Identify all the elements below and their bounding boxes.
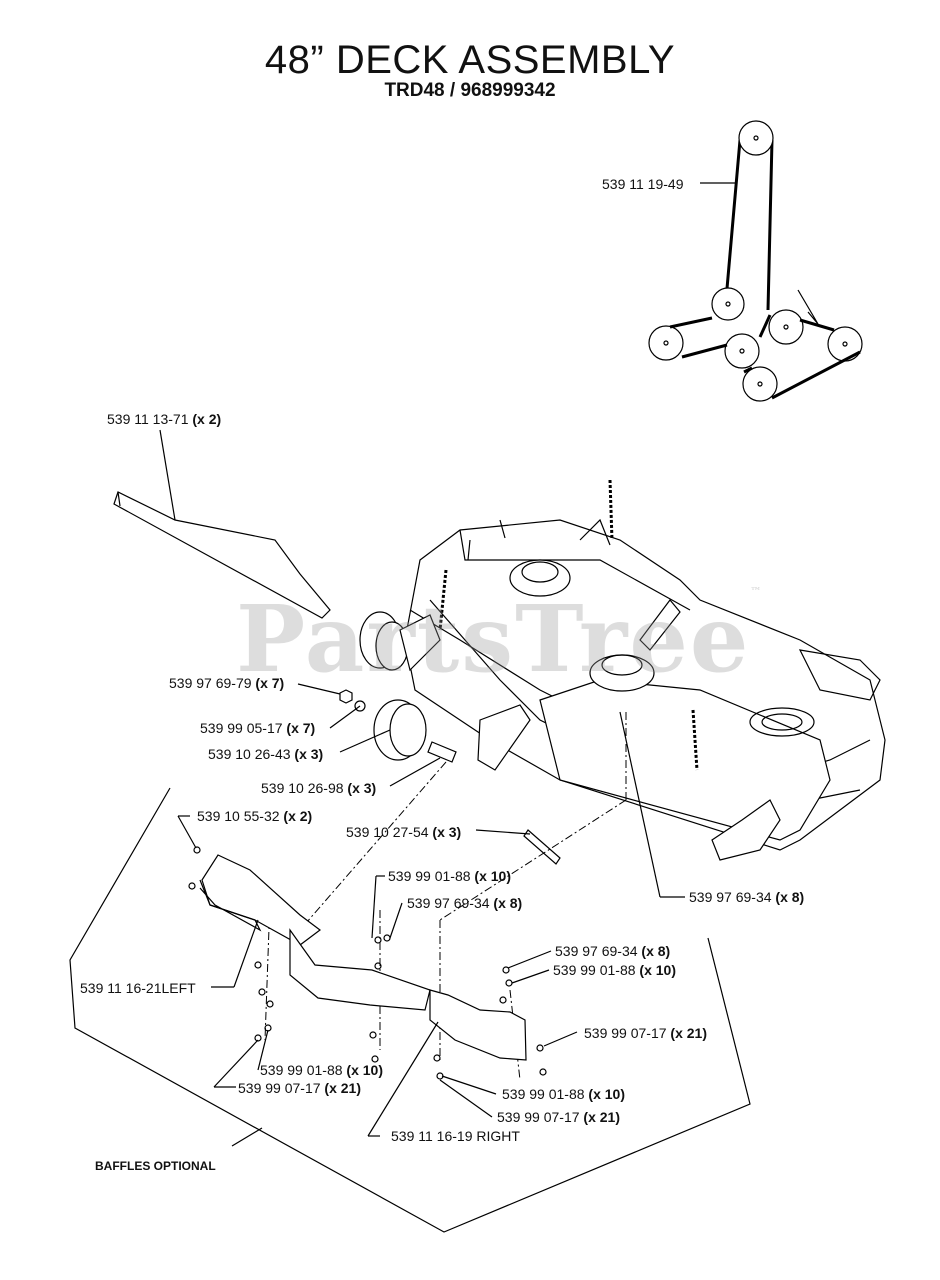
deck-chains <box>438 479 699 771</box>
part-label: 539 11 16-21LEFT <box>80 980 196 996</box>
part-label: 539 97 69-34 (x 8) <box>407 895 523 911</box>
deflector-plate <box>113 491 331 619</box>
part-label: 539 11 13-71 (x 2) <box>107 411 222 427</box>
part-label: 539 99 01-88 (x 10) <box>502 1086 625 1102</box>
part-label: 539 10 26-98 (x 3) <box>261 780 377 796</box>
part-label: 539 10 27-54 (x 3) <box>346 824 462 840</box>
baffle-right <box>429 989 527 1061</box>
part-label: 539 10 26-43 (x 3) <box>208 746 324 762</box>
part-label: 539 99 07-17 (x 21) <box>584 1025 707 1041</box>
part-label: 539 97 69-34 (x 8) <box>555 943 671 959</box>
mower-deck <box>404 518 886 851</box>
partstree-watermark: PartsTree™ <box>236 585 764 693</box>
part-label: 539 99 01-88 (x 10) <box>388 868 511 884</box>
baffle-left <box>199 854 431 1011</box>
part-label: 539 99 07-17 (x 21) <box>497 1109 620 1125</box>
part-label: 539 97 69-34 (x 8) <box>689 889 805 905</box>
part-label: 539 97 69-79 (x 7) <box>169 675 285 691</box>
gauge-wheel-parts <box>339 689 561 865</box>
diagram-title: 48” DECK ASSEMBLY <box>264 38 676 82</box>
part-label: 539 10 55-32 (x 2) <box>197 808 313 824</box>
part-label: 539 99 01-88 (x 10) <box>260 1062 383 1078</box>
part-label: 539 99 05-17 (x 7) <box>200 720 316 736</box>
model-number: TRD48 / 968999342 <box>384 80 556 101</box>
part-label: 539 99 07-17 (x 21) <box>238 1080 361 1096</box>
part-label: 539 11 16-19 RIGHT <box>391 1128 520 1144</box>
belt-pulley-system <box>648 120 863 402</box>
part-label: 539 11 19-49 <box>602 176 684 192</box>
part-label: 539 99 01-88 (x 10) <box>553 962 676 978</box>
baffles-optional-note: BAFFLES OPTIONAL <box>95 1159 216 1173</box>
